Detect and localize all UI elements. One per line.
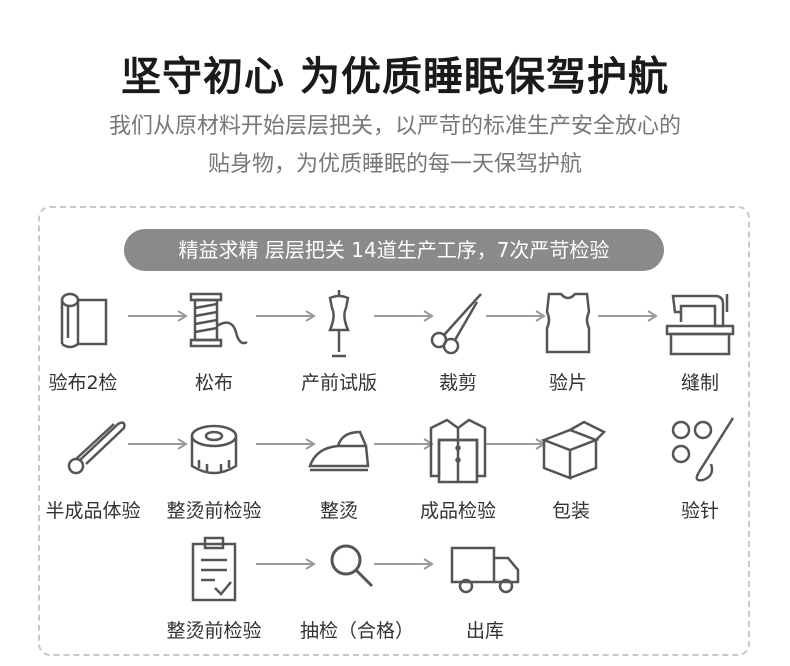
iron-icon — [302, 414, 376, 488]
step-ironing: 整烫 — [284, 414, 394, 523]
process-banner: 精益求精 层层把关 14道生产工序，7次严苛检验 — [124, 229, 664, 271]
arrow-right — [256, 309, 320, 323]
arrow-right — [256, 437, 320, 451]
step-label: 整烫 — [319, 500, 358, 522]
step-packaging: 包装 — [516, 414, 626, 523]
shirt-icon — [421, 414, 495, 488]
step-pre-production-sample: 产前试版 — [284, 286, 394, 395]
package-box-icon — [534, 414, 608, 488]
needle-buttons-icon — [663, 414, 737, 488]
dress-form-icon — [302, 286, 376, 360]
step-fabric-relax: 松布 — [159, 286, 269, 395]
subtitle-line-2: 贴身物，为优质睡眠的每一天保驾护航 — [207, 152, 582, 177]
step-label: 松布 — [194, 372, 233, 394]
arrow-right — [598, 309, 662, 323]
thread-spool-icon — [177, 286, 251, 360]
step-warehouse-out: 出库 — [430, 534, 540, 643]
step-label: 包装 — [551, 500, 590, 522]
page-subtitle: 我们从原材料开始层层把关，以严苛的标准生产安全放心的 贴身物，为优质睡眠的每一天… — [0, 108, 790, 184]
step-finished-inspection: 成品检验 — [403, 414, 513, 523]
step-label: 验针 — [680, 500, 719, 522]
step-sewing: 缝制 — [645, 286, 755, 395]
step-label: 缝制 — [680, 372, 719, 394]
sewing-machine-icon — [663, 286, 737, 360]
step-label: 产前试版 — [300, 372, 377, 394]
scissors-icon — [421, 286, 495, 360]
fabric-roll-icon — [46, 286, 120, 360]
step-label: 裁剪 — [438, 372, 477, 394]
step-label: 半成品体验 — [45, 500, 141, 522]
arrow-right — [486, 309, 550, 323]
step-label: 验布2检 — [48, 372, 118, 394]
truck-icon — [448, 534, 522, 608]
step-label: 出库 — [465, 620, 504, 642]
step-label: 抽检（合格） — [300, 620, 415, 642]
arrow-right — [128, 309, 192, 323]
arrow-right — [374, 557, 438, 571]
tape-measure-icon — [177, 414, 251, 488]
safety-pin-icon — [56, 414, 130, 488]
arrow-right — [128, 437, 192, 451]
arrow-right — [256, 557, 320, 571]
subtitle-line-1: 我们从原材料开始层层把关，以严苛的标准生产安全放心的 — [108, 114, 681, 139]
step-pre-ironing-check-2: 整烫前检验 — [159, 534, 269, 643]
step-piece-inspection: 验片 — [513, 286, 623, 395]
magnifier-icon — [318, 534, 392, 608]
step-label: 整烫前检验 — [166, 500, 262, 522]
step-fabric-inspection: 验布2检 — [28, 286, 138, 395]
step-label: 成品检验 — [419, 500, 496, 522]
clipboard-check-icon — [177, 534, 251, 608]
step-cutting: 裁剪 — [403, 286, 513, 395]
page-title: 坚守初心 为优质睡眠保驾护航 — [121, 54, 669, 100]
step-needle-detection: 验针 — [645, 414, 755, 523]
step-label: 验片 — [548, 372, 587, 394]
arrow-right — [374, 309, 438, 323]
garment-pattern-icon — [531, 286, 605, 360]
step-pre-ironing-check: 整烫前检验 — [159, 414, 269, 523]
process-frame — [38, 206, 750, 656]
step-semi-finished-check: 半成品体验 — [38, 414, 148, 523]
step-label: 整烫前检验 — [166, 620, 262, 642]
step-sampling-inspection: 抽检（合格） — [300, 534, 415, 643]
